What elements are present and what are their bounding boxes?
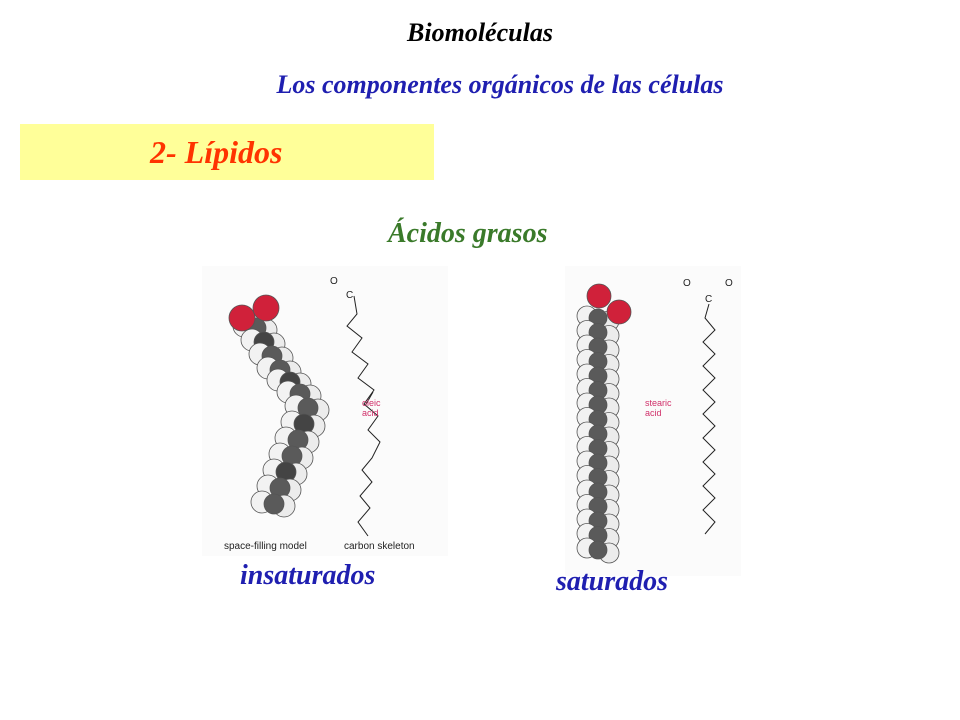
stearic-carbon-skeleton — [702, 303, 716, 535]
oleic-carboxyl-oxygen: O — [330, 276, 338, 287]
section-title: 2- Lípidos — [150, 134, 283, 170]
space-filling-model-label: space-filling model — [224, 541, 307, 552]
stearic-acid-label: stearic acid — [645, 398, 672, 418]
page-subtitle: Los componentes orgánicos de las células — [276, 70, 724, 99]
oleic-double-bond — [364, 391, 374, 407]
stearic-carboxyl-carbon: C — [705, 294, 713, 305]
oleic-carboxyl-carbon: C — [346, 290, 354, 301]
oxygen-atom — [586, 283, 612, 309]
space-filling-model — [576, 283, 632, 564]
oleic-acid-label-line1: oleic — [362, 398, 381, 408]
saturated-caption: saturados — [556, 566, 669, 597]
oleic-acid-illustration — [228, 294, 381, 537]
topic-title: Ácidos grasos — [388, 218, 548, 249]
carbon-atom — [588, 540, 608, 560]
stearic-acid-label-line1: stearic — [645, 398, 672, 408]
page-title: Biomoléculas — [407, 18, 553, 47]
stearic-acid-illustration — [576, 283, 716, 564]
oxygen-atom — [228, 304, 256, 332]
space-filling-model — [228, 294, 330, 518]
stearic-acid-figure: O C O stearic acid — [565, 266, 741, 576]
oxygen-atom — [606, 299, 632, 325]
stearic-carboxyl-right-oxygen: O — [725, 278, 733, 289]
section-highlight — [20, 124, 434, 180]
unsaturated-caption: insaturados — [240, 560, 376, 591]
stearic-acid-label-line2: acid — [645, 408, 662, 418]
carbon-atom — [263, 493, 285, 515]
oleic-acid-label: oleic acid — [362, 398, 381, 418]
oleic-acid-figure: O C oleic acid space-filling model carbo… — [202, 266, 448, 556]
stearic-carboxyl-left-oxygen: O — [683, 278, 691, 289]
oleic-acid-label-line2: acid — [362, 408, 379, 418]
oleic-carbon-skeleton — [346, 295, 381, 537]
carbon-skeleton-label: carbon skeleton — [344, 541, 415, 552]
oxygen-atom — [252, 294, 280, 322]
